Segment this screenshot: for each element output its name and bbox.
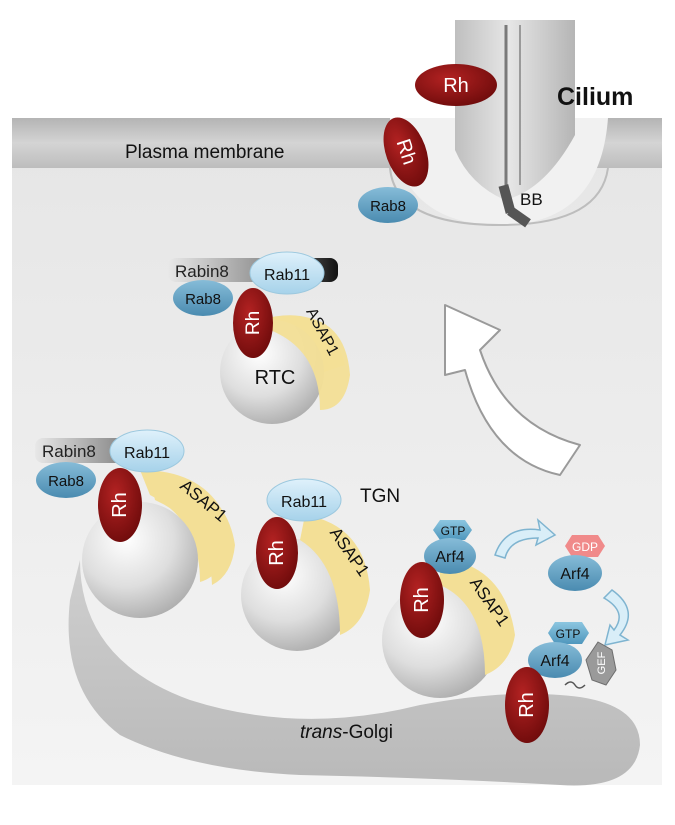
basal-body <box>498 184 531 228</box>
rh-rtc: Rh <box>233 288 273 358</box>
svg-text:Rab11: Rab11 <box>124 445 170 462</box>
tgn-label: TGN <box>360 486 400 507</box>
rh-cilium: Rh <box>415 64 497 106</box>
svg-text:Rh: Rh <box>411 587 433 613</box>
svg-text:GTP: GTP <box>556 627 581 641</box>
rh-tgn-middle: Rh <box>256 517 298 589</box>
gtp-tgn: GTP <box>433 520 472 540</box>
gdp-cycle: GDP <box>565 535 605 557</box>
gef: GEF <box>585 641 617 686</box>
svg-text:Rabin8: Rabin8 <box>42 442 96 461</box>
rab8-membrane: Rab8 <box>358 187 418 223</box>
svg-text:Rab8: Rab8 <box>370 198 406 215</box>
rh-tgn-right: Rh <box>400 562 444 638</box>
svg-text:Rh: Rh <box>243 311 264 335</box>
svg-text:GEF: GEF <box>596 651 608 674</box>
rab8-rtc: Rab8 <box>173 280 233 316</box>
rh-membrane: Rh <box>383 117 429 187</box>
svg-text:Arf4: Arf4 <box>560 566 589 583</box>
svg-text:Rh: Rh <box>109 492 131 518</box>
rh-bottom: Rh <box>505 667 549 743</box>
svg-text:Arf4: Arf4 <box>435 549 464 566</box>
svg-text:GTP: GTP <box>441 524 466 538</box>
rab11-tgn-left: Rab11 <box>109 429 185 473</box>
cilium <box>455 20 575 200</box>
cilium-label: Cilium <box>557 83 633 111</box>
gtp-bottom: GTP <box>548 622 589 644</box>
trans-golgi-label: trans-Golgi <box>300 722 393 743</box>
arf4-bottom: Arf4 <box>528 642 582 678</box>
rab11-rtc: Rab11 <box>249 251 325 295</box>
bb-label: BB <box>520 190 543 209</box>
svg-text:Rabin8: Rabin8 <box>175 262 229 281</box>
plasma-membrane-label: Plasma membrane <box>125 142 284 163</box>
rh-tgn-left: Rh <box>98 468 142 542</box>
rab11-tgn-middle: Rab11 <box>266 478 342 522</box>
cycle-arrow-up <box>494 517 557 559</box>
rab8-tgn: Rab8 <box>36 462 96 498</box>
cycle-arrow-down <box>602 589 630 646</box>
arf4-tgn: Arf4 <box>424 538 476 574</box>
svg-text:Rh: Rh <box>516 692 538 718</box>
svg-text:Arf4: Arf4 <box>540 653 569 670</box>
rtc-label: RTC <box>255 367 296 389</box>
svg-text:Rh: Rh <box>443 75 469 97</box>
arf4-gdp: Arf4 <box>548 555 602 591</box>
svg-text:Rab11: Rab11 <box>281 494 327 511</box>
trans-golgi <box>68 560 641 786</box>
svg-text:GDP: GDP <box>572 540 598 554</box>
svg-text:Rab11: Rab11 <box>264 267 310 284</box>
svg-text:Rab8: Rab8 <box>185 291 221 308</box>
linker <box>564 681 586 689</box>
svg-text:Rab8: Rab8 <box>48 473 84 490</box>
transport-arrow <box>444 304 581 476</box>
svg-text:Rh: Rh <box>266 540 288 566</box>
